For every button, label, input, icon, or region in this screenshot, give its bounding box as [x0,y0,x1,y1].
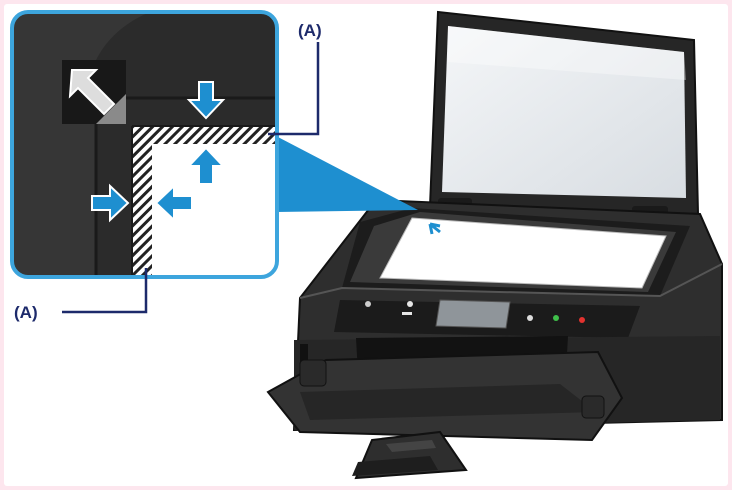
power-button[interactable] [365,301,371,307]
color-button[interactable] [553,315,559,321]
printer [266,10,723,480]
document-cover [428,10,700,222]
home-button[interactable] [407,301,413,307]
callout-label-top: (A) [298,21,322,40]
left-margin-area [132,126,152,277]
stop-button[interactable] [527,315,533,321]
zoom-callout-wedge [276,136,418,212]
lcd-screen [435,299,511,329]
paper-output-tray [266,350,624,480]
top-margin-area [132,126,277,144]
operation-panel [334,299,640,338]
black-button[interactable] [579,317,585,323]
blue-arrow-icon [91,81,226,223]
top-leader-line [268,42,320,136]
diagonal-arrow-icon [62,60,126,124]
callout-leaders [62,42,320,314]
zoom-inset [10,10,279,279]
left-leader-line [62,268,148,314]
callout-label-left: (A) [14,303,38,322]
